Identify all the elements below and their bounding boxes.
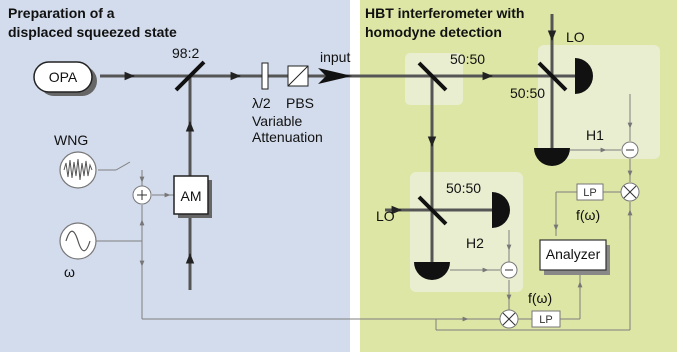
bs-5050-b-label: 50:50 bbox=[510, 85, 545, 101]
input-arrow bbox=[318, 68, 352, 84]
bs-5050-a bbox=[417, 61, 448, 92]
analyzer-box: Analyzer bbox=[539, 239, 610, 275]
am-label: AM bbox=[181, 188, 202, 204]
opa-label: OPA bbox=[49, 69, 78, 85]
subtractor-h1 bbox=[621, 141, 639, 159]
f-omega-1: f(ω) bbox=[576, 207, 600, 223]
bs-5050-b bbox=[537, 61, 568, 92]
am-box: AM bbox=[173, 175, 212, 218]
sine-generator bbox=[59, 222, 97, 260]
waveplate-label: λ/2 bbox=[252, 95, 271, 111]
mixer-h1 bbox=[620, 182, 640, 202]
pbs-label: PBS bbox=[286, 95, 314, 111]
subtractor-h2 bbox=[500, 261, 518, 279]
left-title-1: Preparation of a bbox=[8, 5, 115, 21]
h1-detector-right bbox=[575, 58, 593, 94]
lp-filter-2: LP bbox=[531, 310, 561, 328]
variable-attenuation-label-2: Attenuation bbox=[252, 129, 323, 145]
f-omega-2: f(ω) bbox=[528, 290, 552, 306]
bs-98-2 bbox=[174, 60, 206, 92]
right-title-2: homodyne detection bbox=[365, 24, 502, 40]
h1-detector-bottom bbox=[534, 148, 570, 166]
waveplate bbox=[261, 62, 269, 90]
wng-generator bbox=[59, 151, 97, 189]
bs-98-2-label: 98:2 bbox=[172, 45, 199, 61]
right-title-1: HBT interferometer with bbox=[365, 5, 524, 21]
h2-detector-bottom bbox=[414, 262, 450, 280]
adder bbox=[132, 185, 152, 205]
h1-label: H1 bbox=[586, 127, 604, 143]
omega-label: ω bbox=[64, 264, 75, 280]
wng-label: WNG bbox=[54, 132, 88, 148]
pbs-cube bbox=[287, 65, 309, 87]
detectors bbox=[414, 58, 593, 280]
mixer-h2 bbox=[499, 309, 519, 329]
left-title-2: displaced squeezed state bbox=[8, 24, 177, 40]
lp1-label: LP bbox=[583, 187, 596, 199]
variable-attenuation-label-1: Variable bbox=[252, 113, 303, 129]
h2-detector-right bbox=[492, 192, 510, 228]
bs-5050-c-label: 50:50 bbox=[446, 180, 481, 196]
h2-label: H2 bbox=[466, 235, 484, 251]
lp-filter-1: LP bbox=[576, 183, 604, 201]
input-label: input bbox=[320, 49, 350, 65]
lo-left-label: LO bbox=[376, 208, 395, 224]
bs-5050-c bbox=[417, 195, 448, 226]
bs-5050-a-label: 50:50 bbox=[450, 51, 485, 67]
lp2-label: LP bbox=[539, 314, 552, 326]
analyzer-label: Analyzer bbox=[546, 246, 601, 262]
opa-box: OPA bbox=[33, 61, 97, 96]
lo-top-label: LO bbox=[566, 29, 585, 45]
